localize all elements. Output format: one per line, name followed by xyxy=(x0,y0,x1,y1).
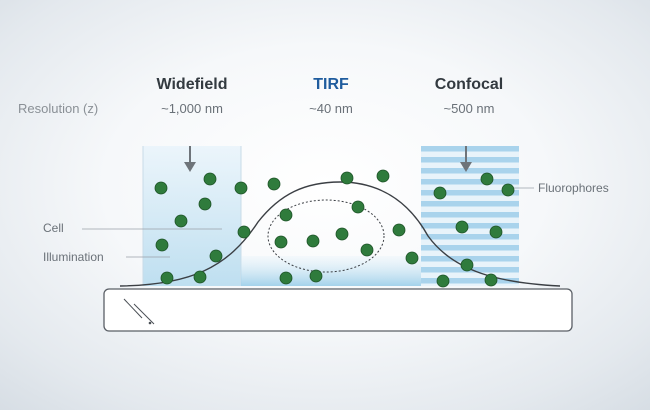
fluorophore xyxy=(455,220,469,234)
fluorophore xyxy=(267,177,281,191)
fluorophore xyxy=(335,227,349,241)
fluorophore xyxy=(392,223,406,237)
fluorophore xyxy=(155,238,169,252)
fluorophore xyxy=(484,273,498,287)
fluorophores-label: Fluorophores xyxy=(538,181,609,195)
fluorophore xyxy=(480,172,494,186)
fluorophore xyxy=(198,197,212,211)
glass-reflection-icon xyxy=(123,298,155,325)
fluorophore xyxy=(433,186,447,200)
glass-slide xyxy=(103,288,573,332)
fluorophore xyxy=(174,214,188,228)
widefield-illumination xyxy=(143,146,241,286)
widefield-title: Widefield xyxy=(156,76,228,93)
tirf-title: TIRF xyxy=(313,76,349,93)
confocal-resolution: ~500 nm xyxy=(443,101,495,116)
fluorophores xyxy=(154,169,515,288)
fluorophore xyxy=(306,234,320,248)
fluorophore xyxy=(460,258,474,272)
fluorophore xyxy=(351,200,365,214)
fluorophore xyxy=(154,181,168,195)
fluorophore xyxy=(160,271,174,285)
fluorophore xyxy=(501,183,515,197)
fluorophore xyxy=(279,208,293,222)
fluorophore xyxy=(376,169,390,183)
fluorophore xyxy=(340,171,354,185)
fluorophore xyxy=(274,235,288,249)
fluorophore xyxy=(279,271,293,285)
nucleus-outline xyxy=(267,199,385,273)
resolution-row-label: Resolution (z) xyxy=(18,101,99,116)
tirf-illumination xyxy=(241,256,421,286)
illumination-label: Illumination xyxy=(43,250,104,264)
widefield-resolution: ~1,000 nm xyxy=(161,101,223,116)
fluorophore xyxy=(193,270,207,284)
fluorophore xyxy=(203,172,217,186)
tirf-resolution: ~40 nm xyxy=(309,101,353,116)
fluorophore xyxy=(405,251,419,265)
fluorophore xyxy=(489,225,503,239)
confocal-title: Confocal xyxy=(434,76,504,93)
cell-label: Cell xyxy=(43,221,64,235)
fluorophore xyxy=(360,243,374,257)
fluorophore xyxy=(209,249,223,263)
fluorophore xyxy=(234,181,248,195)
fluorophore xyxy=(237,225,251,239)
confocal-arrow-icon xyxy=(460,146,472,172)
fluorophore xyxy=(436,274,450,288)
fluorophore xyxy=(309,269,323,283)
widefield-arrow-icon xyxy=(184,146,196,172)
